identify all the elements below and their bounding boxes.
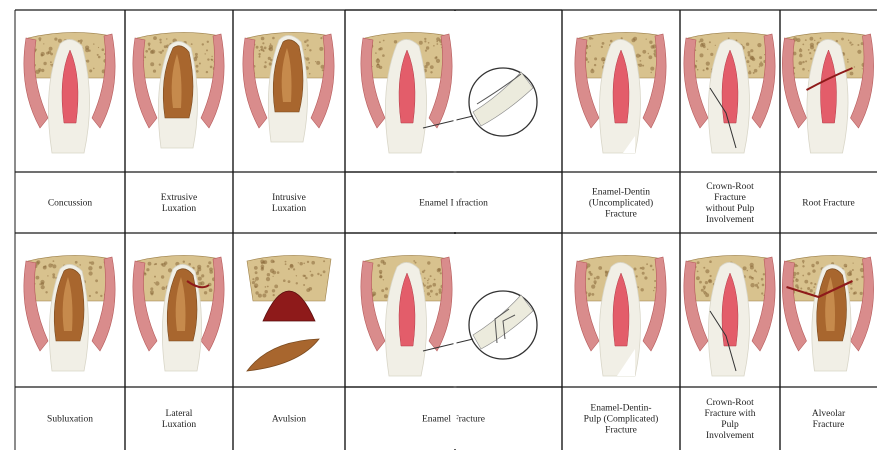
cell-label: Enamel-Dentin-Pulp (Complicated)Fracture: [584, 404, 659, 436]
cell-label-line: Fracture with: [705, 409, 756, 419]
cell-label-line: Crown-Root: [706, 182, 754, 192]
cell-label-line: Fracture: [605, 210, 637, 220]
tooth-enamel-dentin-fracture-illustration: [575, 32, 666, 153]
tooth-avulsion-illustration: [247, 255, 331, 371]
cell-label: Subluxation: [47, 415, 93, 425]
cell-label-line: Avulsion: [272, 415, 306, 425]
cell-label-line: Extrusive: [161, 193, 197, 203]
tooth-crown-root-no-pulp-illustration: [684, 32, 775, 153]
tooth-alveolar-fracture-illustration: [782, 255, 873, 371]
cell-label-line: Luxation: [272, 204, 307, 214]
tooth-enamel-infraction-illustration: [361, 32, 537, 153]
trauma-cell-r0-c3: Enamel Infraction: [361, 32, 537, 208]
trauma-cell-r1-c2: Avulsion: [247, 255, 331, 424]
cell-label-line: Luxation: [162, 420, 197, 430]
trauma-cell-r1-c3: Enamel Fracture: [361, 255, 537, 424]
cell-label-line: Enamel-Dentin-: [590, 404, 651, 414]
tooth-complicated-fracture-illustration: [575, 255, 666, 376]
cell-label-line: Lateral: [166, 409, 193, 419]
tooth-concussion-illustration: [24, 32, 115, 153]
cell-label-line: Crown-Root: [706, 398, 754, 408]
cell-label-line: Pulp (Complicated): [584, 414, 659, 425]
cell-label-line: Pulp: [721, 420, 739, 430]
tooth-lateral-luxation-illustration: [133, 255, 224, 371]
cell-label: Concussion: [48, 199, 93, 209]
cell-label: Enamel-Dentin(Uncomplicated)Fracture: [589, 188, 653, 220]
trauma-cell-r0-c6: Root Fracture: [782, 32, 873, 208]
cell-label-line: Enamel-Dentin: [592, 188, 650, 198]
cell-label-line: Involvement: [706, 431, 754, 441]
cell-label: Avulsion: [272, 415, 306, 425]
cell-label-line: (Uncomplicated): [589, 198, 653, 209]
trauma-cell-r1-c0: Subluxation: [24, 255, 115, 424]
cell-label-line: Subluxation: [47, 415, 93, 425]
tooth-enamel-fracture-illustration: [361, 255, 537, 376]
trauma-cell-r0-c4: Enamel-Dentin(Uncomplicated)Fracture: [575, 32, 666, 219]
tooth-root-fracture-illustration: [782, 32, 873, 153]
trauma-cell-r1-c4: Enamel-Dentin-Pulp (Complicated)Fracture: [575, 255, 666, 435]
cell-label-line: Fracture: [605, 426, 637, 436]
cell-label-line: Root Fracture: [802, 199, 855, 209]
cell-label-line: Intrusive: [272, 193, 306, 203]
cell-label-line: Involvement: [706, 215, 754, 225]
cell-label-line: Concussion: [48, 199, 93, 209]
trauma-cell-r0-c0: Concussion: [24, 32, 115, 208]
tooth-crown-root-pulp-illustration: [684, 255, 775, 376]
tooth-intrusive-luxation-illustration: [243, 32, 334, 142]
tooth-subluxation-illustration: [24, 255, 115, 371]
cell-label-line: Alveolar: [812, 409, 846, 419]
cell-label-line: without Pulp: [706, 204, 755, 214]
tooth-extrusive-luxation-illustration: [133, 32, 224, 148]
cell-label-line: Fracture: [813, 420, 845, 430]
cell-label: Root Fracture: [802, 199, 855, 209]
cell-label-line: Fracture: [714, 193, 746, 203]
cell-label-line: Luxation: [162, 204, 197, 214]
